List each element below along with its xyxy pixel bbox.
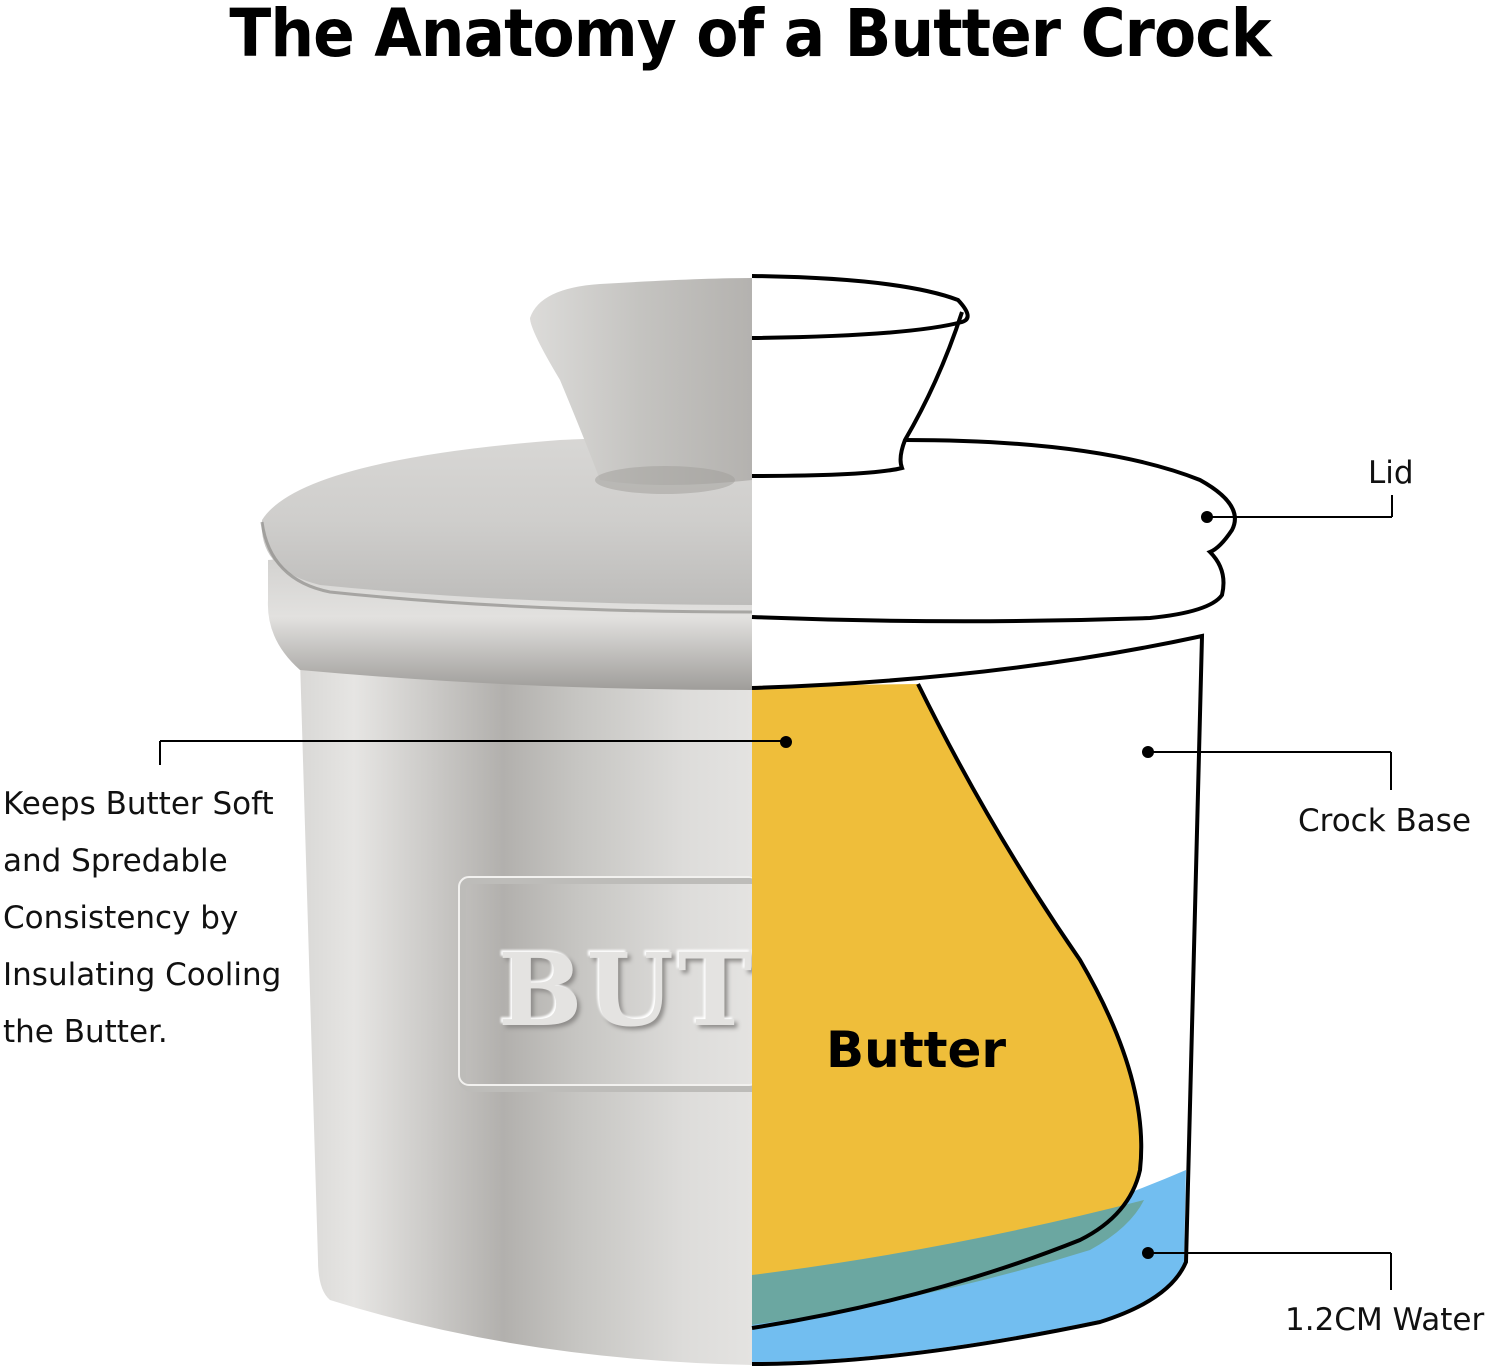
crock-base-label: Crock Base (1298, 803, 1472, 839)
water-callout-dot (1142, 1247, 1154, 1259)
water-label: 1.2CM Water (1285, 1302, 1485, 1338)
crock-photo-half: BUTT (260, 278, 752, 1365)
butter-outline (751, 683, 1144, 1330)
description-line: and Spredable (3, 843, 228, 879)
lid-callout-dot (1201, 511, 1213, 523)
lid-label: Lid (1368, 455, 1414, 491)
lid-outline (751, 438, 1237, 624)
description-line: Keeps Butter Soft (3, 786, 274, 822)
description-text: Keeps Butter Soft and Spredable Consiste… (3, 776, 281, 1061)
knob-top-outline (751, 274, 970, 340)
butter-fill (752, 684, 1142, 1300)
description-line: Insulating Cooling (3, 957, 282, 993)
butter-label: Butter (826, 1021, 1007, 1079)
embossed-butter-text: BUTT (498, 931, 752, 1049)
page-title: The Anatomy of a Butter Crock (229, 0, 1271, 72)
description-callout-dot (780, 736, 792, 748)
knob-stem-outline (751, 311, 964, 478)
crock-base-callout-dot (1142, 746, 1154, 758)
butter-water-overlap (752, 1200, 1144, 1325)
description-line: Consistency by (3, 900, 239, 936)
crock-photo-illustration (260, 278, 752, 1365)
crock-base-outline (751, 633, 1205, 1366)
description-line: the Butter. (3, 1014, 168, 1050)
